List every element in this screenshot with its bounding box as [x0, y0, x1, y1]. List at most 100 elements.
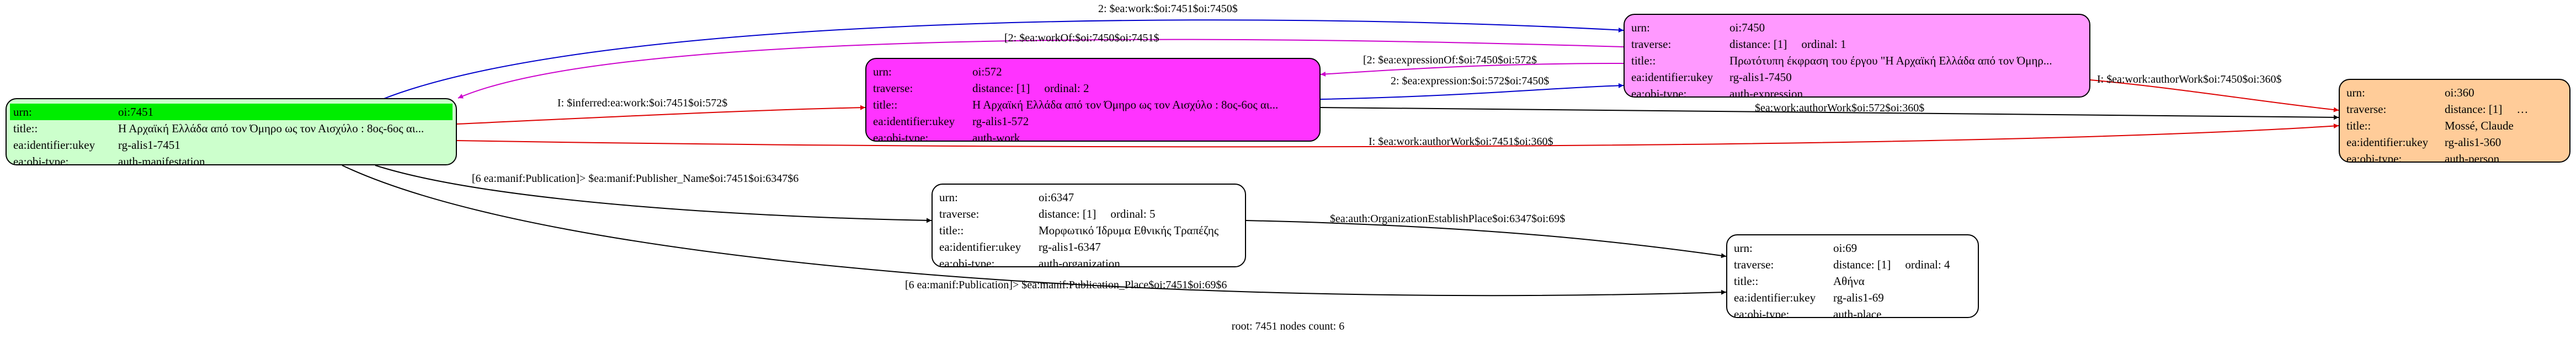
node-row-title: title::Η Αρχαϊκή Ελλάδα από τον Όμηρο ως… [873, 96, 1313, 113]
field-key: traverse: [939, 207, 980, 220]
node-row-objtype: ea:obj-type: auth-person [2346, 150, 2563, 163]
field-value: oi:360 [2445, 86, 2474, 99]
field-key: ea:obj-type: [939, 257, 995, 267]
edge-label: I: $ea:work:authorWork$oi:7451$oi:360$ [1369, 136, 1553, 148]
field-value: auth-expression [1729, 87, 1803, 98]
field-key: urn: [13, 105, 32, 119]
node-row-objtype: ea:obj-type:auth-work [873, 130, 1313, 142]
node-69[interactable]: urn:oi:69 traverse: distance: [1] ordinal:… [1726, 234, 1979, 318]
edge-authorwork-7451-360 [456, 123, 2339, 148]
edge-inferred-work-7451-572 [456, 105, 866, 125]
traverse-distance: distance: [1] [2445, 103, 2503, 116]
edge-publicationplace-7451-69 [342, 165, 1727, 297]
edge-expression-572-7450 [1320, 83, 1624, 100]
field-key: ea:obj-type: [1631, 87, 1687, 98]
node-row-urn: urn: oi:7450 [1631, 19, 2083, 36]
node-7450[interactable]: urn: oi:7450 traverse:distance: [1]ordina… [1624, 14, 2090, 98]
field-value: distance: [1]ordinal: 1 [1729, 36, 2083, 52]
field-key: urn: [873, 65, 892, 78]
field-key: urn: [1631, 21, 1650, 34]
node-row-traverse: traverse: distance: [1] ordinal: 2 [873, 80, 1313, 96]
field-value: distance: [1] ordinal: 2 [972, 80, 1313, 96]
edge-establishplace-6347-69 [1246, 220, 1727, 259]
graph-footer: root: 7451 nodes count: 6 [1231, 320, 1345, 332]
field-key: title:: [939, 224, 964, 237]
traverse-ordinal: ordinal: 4 [1905, 258, 1950, 271]
field-key: ea:obj-type: [2346, 152, 2402, 163]
field-value: oi:6347 [1039, 191, 1074, 204]
node-row-traverse: traverse: distance: [1]ordinal: 5 [939, 206, 1238, 222]
traverse-ordinal: ordinal: 5 [1110, 207, 1156, 220]
field-value: oi:7450 [1729, 21, 1765, 34]
field-value: auth-person [2445, 152, 2500, 163]
node-row-traverse: traverse:distance: [1]ordinal: 3 [2346, 101, 2563, 117]
node-row-identifier: ea:identifier:ukey rg-alis1-572 [873, 113, 1313, 130]
edge-workof-7450-7451 [457, 39, 1624, 99]
field-value: distance: [1] ordinal: 4 [1833, 256, 1971, 273]
field-value: rg-alis1-7451 [118, 138, 180, 152]
field-value: rg-alis1-572 [972, 115, 1029, 128]
traverse-ordinal: ordinal: 2 [1044, 82, 1089, 95]
node-row-objtype: ea:obj-type:auth-organization [939, 255, 1238, 267]
node-row-title: title::Αθήνα [1734, 273, 1971, 289]
field-key: title:: [2346, 119, 2371, 132]
node-572[interactable]: urn: oi:572 traverse: distance: [1] ordinal… [865, 58, 1321, 142]
field-key: ea:identifier:ukey [1734, 291, 1816, 304]
field-key: title:: [1631, 54, 1656, 67]
edge-label: I: $inferred:ea:work:$oi:7451$oi:572$ [557, 97, 727, 109]
edge-authorwork-7450-360 [2090, 79, 2339, 112]
field-value: rg-alis1-7450 [1729, 71, 1792, 84]
traverse-distance: distance: [1] [1833, 258, 1891, 271]
field-value: Πρωτότυπη έκφραση του έργου "Η Αρχαϊκή Ε… [1729, 54, 2052, 67]
field-key: ea:identifier:ukey [2346, 136, 2429, 149]
field-key: ea:identifier:ukey [1631, 71, 1713, 84]
field-key: traverse: [873, 82, 913, 95]
field-value: auth-work [972, 131, 1020, 142]
node-row-traverse: traverse:distance: [1]ordinal: 1 [1631, 36, 2083, 52]
node-row-title: title::Μορφωτικό Ίδρυμα Εθνικής Τραπέζης [939, 222, 1238, 239]
node-row-urn: urn:oi:69 [1734, 240, 1971, 256]
node-row-identifier: ea:identifier:ukey rg-alis1-7451 [13, 137, 449, 153]
node-row-title: title::Η Αρχαϊκή Ελλάδα από τον Όμηρο ως… [13, 120, 449, 137]
node-row-urn: urn: oi:6347 [939, 189, 1238, 206]
node-6347[interactable]: urn: oi:6347 traverse: distance: [1]ordina… [932, 184, 1246, 267]
traverse-distance: distance: [1] [972, 82, 1030, 95]
traverse-distance: distance: [1] [1729, 37, 1787, 51]
field-key: ea:obj-type: [1734, 308, 1790, 318]
field-key: traverse: [1734, 258, 1774, 271]
node-row-identifier: ea:identifier:ukey rg-alis1-7450 [1631, 69, 2083, 85]
field-value: Η Αρχαϊκή Ελλάδα από τον Όμηρο ως τον Αι… [972, 98, 1279, 111]
field-value: oi:7451 [118, 105, 154, 119]
edge-authorwork-572-360 [1320, 107, 2339, 120]
edge-label: [6 ea:manif:Publication]> $ea:manif:Publ… [905, 279, 1227, 291]
field-key: ea:identifier:ukey [873, 115, 955, 128]
field-value: auth-place [1833, 308, 1882, 318]
edge-expressionof-7450-572 [1320, 63, 1624, 77]
field-key: ea:obj-type: [13, 155, 69, 165]
field-key: urn: [939, 191, 958, 204]
field-value: rg-alis1-6347 [1039, 240, 1101, 254]
edge-label: 2: $ea:work:$oi:7451$oi:7450$ [1098, 3, 1238, 15]
node-row-urn: urn: oi:7451 [10, 104, 453, 120]
field-key: urn: [1734, 241, 1753, 255]
edge-label: 2: $ea:expression:$oi:572$oi:7450$ [1391, 75, 1549, 87]
field-value: auth-manifestation [118, 155, 205, 165]
field-key: title:: [1734, 275, 1759, 288]
node-row-title: title::Mossé, Claude [2346, 117, 2563, 134]
node-row-urn: urn: oi:572 [873, 63, 1313, 80]
field-value: Η Αρχαϊκή Ελλάδα από τον Όμηρο ως τον Αι… [118, 122, 424, 135]
field-key: title:: [13, 122, 38, 135]
node-7451[interactable]: urn: oi:7451 title::Η Αρχαϊκή Ελλάδα από … [6, 98, 457, 165]
node-row-traverse: traverse: distance: [1] ordinal: 4 [1734, 256, 1971, 273]
field-key: ea:identifier:ukey [13, 138, 95, 152]
edge-label: I: $ea:work:authorWork$oi:7450$oi:360$ [2097, 73, 2281, 85]
field-value: distance: [1]ordinal: 5 [1039, 206, 1238, 222]
field-value: distance: [1]ordinal: 3 [2445, 101, 2563, 117]
node-360[interactable]: urn: oi:360 traverse:distance: [1]ordinal… [2339, 79, 2570, 163]
edge-work-7451-7450 [382, 19, 1624, 100]
field-key: urn: [2346, 86, 2365, 99]
field-value: oi:572 [972, 65, 1002, 78]
